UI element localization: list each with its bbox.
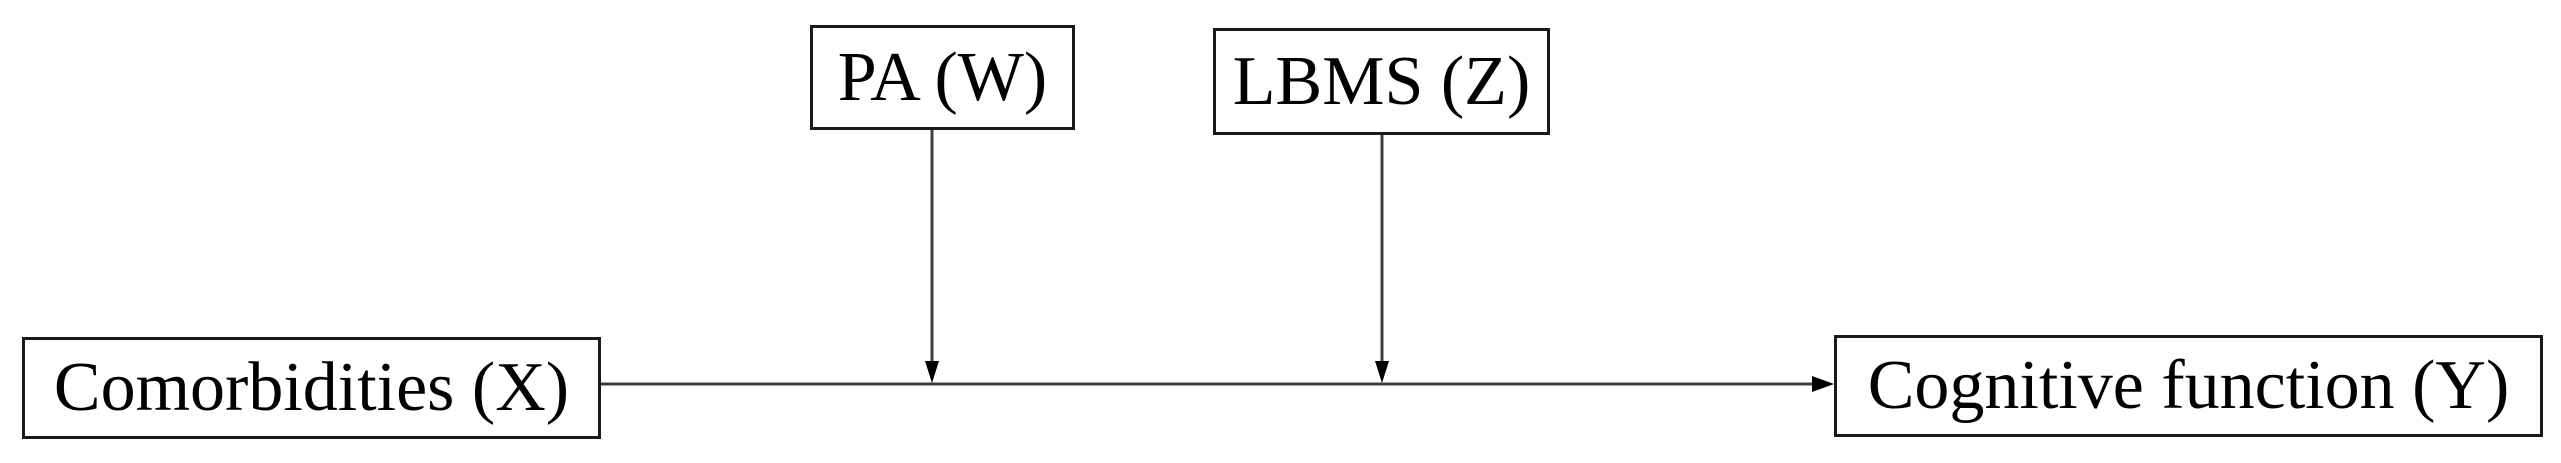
node-cognitive-function-label: Cognitive function (Y)	[1867, 347, 2510, 424]
pa-moderation-arrowhead-icon	[925, 361, 939, 383]
node-pa-label: PA (W)	[837, 38, 1048, 116]
node-comorbidities-label: Comorbidities (X)	[53, 349, 570, 426]
node-lbms-moderator: LBMS (Z)	[1213, 28, 1550, 135]
node-pa-moderator: PA (W)	[810, 25, 1075, 130]
lbms-moderation-arrowhead-icon	[1375, 361, 1389, 383]
node-cognitive-function: Cognitive function (Y)	[1834, 335, 2543, 437]
node-comorbidities: Comorbidities (X)	[22, 337, 601, 439]
node-lbms-label: LBMS (Z)	[1232, 42, 1531, 120]
x-to-y-arrowhead-icon	[1812, 376, 1834, 392]
